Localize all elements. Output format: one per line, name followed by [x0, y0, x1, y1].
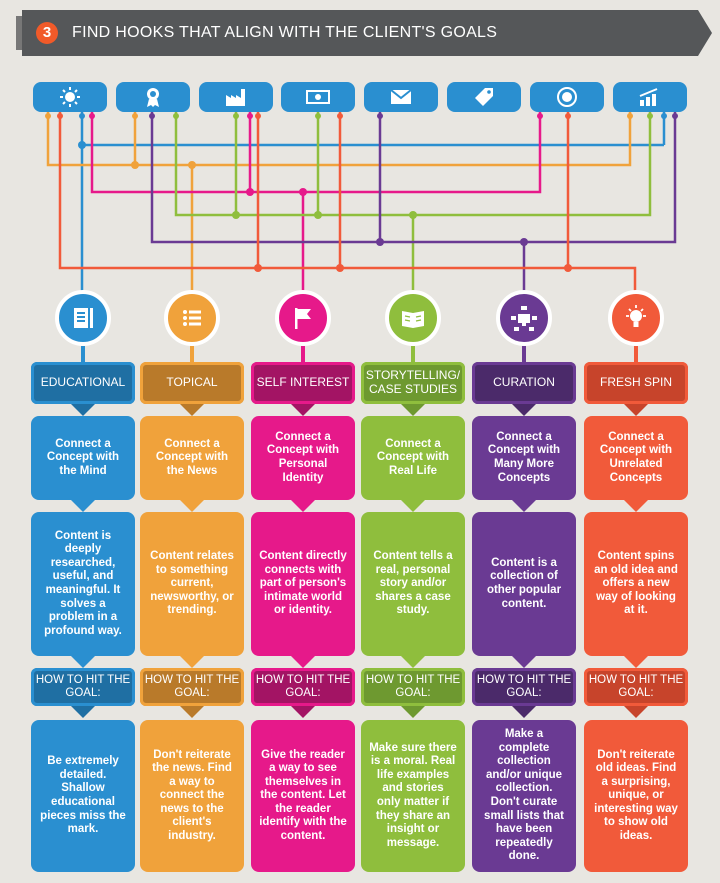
- goal-sun-button[interactable]: [33, 82, 107, 112]
- hook-description-card: Content spins an old idea and offers a n…: [584, 512, 688, 656]
- money-bill-icon: [306, 90, 330, 104]
- hook-concept-card: Connect a Concept with Real Life: [361, 416, 465, 500]
- hook-concept-card: Connect a Concept with Many More Concept…: [472, 416, 576, 500]
- connector-notch-icon: [291, 706, 315, 718]
- connector-notch-icon: [401, 500, 425, 512]
- bar-chart-icon: [639, 88, 658, 106]
- hook-concept-card: Connect a Concept with the News: [140, 416, 244, 500]
- connector-notch-icon: [180, 656, 204, 668]
- hook-description-card: Content is a collection of other popular…: [472, 512, 576, 656]
- column-connector: [411, 346, 415, 362]
- how-to-hit-goal-label: HOW TO HIT THE GOAL:: [251, 668, 355, 706]
- email-icon: [390, 89, 412, 104]
- hook-icon-circle: [496, 290, 552, 346]
- connector-notch-icon: [180, 404, 204, 416]
- column-connector: [301, 346, 305, 362]
- how-to-hit-goal-label: HOW TO HIT THE GOAL:: [361, 668, 465, 706]
- connector-notch-icon: [624, 706, 648, 718]
- goal-email-button[interactable]: [364, 82, 438, 112]
- connector-notch-icon: [180, 500, 204, 512]
- how-to-hit-goal-label: HOW TO HIT THE GOAL:: [584, 668, 688, 706]
- price-tag-icon: [475, 88, 493, 106]
- connector-notch-icon: [71, 706, 95, 718]
- hook-concept-card: Connect a Concept with the Mind: [31, 416, 135, 500]
- hook-description-card: Content is deeply researched, useful, an…: [31, 512, 135, 656]
- section-banner: 3 FIND HOOKS THAT ALIGN WITH THE CLIENT'…: [16, 10, 712, 56]
- hook-label: TOPICAL: [140, 362, 244, 404]
- goal-award-button[interactable]: [116, 82, 190, 112]
- column-connector: [190, 346, 194, 362]
- connector-notch-icon: [71, 656, 95, 668]
- hook-concept-card: Connect a Concept with Unrelated Concept…: [584, 416, 688, 500]
- hook-icon-circle: [275, 290, 331, 346]
- banner-title: FIND HOOKS THAT ALIGN WITH THE CLIENT'S …: [72, 24, 498, 41]
- connector-notch-icon: [180, 706, 204, 718]
- connector-notch-icon: [71, 404, 95, 416]
- hook-label: STORYTELLING/ CASE STUDIES: [361, 362, 465, 404]
- hook-icon-circle: [608, 290, 664, 346]
- connector-notch-icon: [401, 656, 425, 668]
- hook-tip-card: Don't reiterate the news. Find a way to …: [140, 720, 244, 872]
- column-connector: [634, 346, 638, 362]
- connector-notch-icon: [512, 500, 536, 512]
- goal-money-button[interactable]: [281, 82, 355, 112]
- goal-new-button[interactable]: [530, 82, 604, 112]
- hook-icon-circle: [164, 290, 220, 346]
- hook-tip-card: Make sure there is a moral. Real life ex…: [361, 720, 465, 872]
- hook-label: EDUCATIONAL: [31, 362, 135, 404]
- banner-arrow-icon: [698, 10, 712, 56]
- hook-icon-circle: [385, 290, 441, 346]
- connector-notch-icon: [401, 404, 425, 416]
- hook-label: SELF INTEREST: [251, 362, 355, 404]
- book-icon: [402, 311, 424, 328]
- goal-growth-button[interactable]: [613, 82, 687, 112]
- step-number-badge: 3: [36, 22, 58, 44]
- how-to-hit-goal-label: HOW TO HIT THE GOAL:: [31, 668, 135, 706]
- connector-notch-icon: [291, 500, 315, 512]
- connector-notch-icon: [624, 656, 648, 668]
- hook-tip-card: Be extremely detailed. Shallow education…: [31, 720, 135, 872]
- column-connector: [81, 346, 85, 362]
- connector-notch-icon: [401, 706, 425, 718]
- connector-notch-icon: [291, 404, 315, 416]
- lightbulb-icon: [626, 305, 646, 327]
- connector-notch-icon: [512, 706, 536, 718]
- factory-icon: [226, 89, 245, 106]
- sun-icon: [60, 87, 80, 107]
- list-icon: [183, 310, 201, 326]
- hook-tip-card: Give the reader a way to see themselves …: [251, 720, 355, 872]
- connector-notch-icon: [624, 404, 648, 416]
- hook-label: CURATION: [472, 362, 576, 404]
- award-ribbon-icon: [147, 88, 159, 107]
- connector-notch-icon: [71, 500, 95, 512]
- hook-concept-card: Connect a Concept with Personal Identity: [251, 416, 355, 500]
- connector-notch-icon: [512, 656, 536, 668]
- hook-icon-circle: [55, 290, 111, 346]
- hook-description-card: Content directly connects with part of p…: [251, 512, 355, 656]
- goal-factory-button[interactable]: [199, 82, 273, 112]
- how-to-hit-goal-label: HOW TO HIT THE GOAL:: [140, 668, 244, 706]
- connector-notch-icon: [291, 656, 315, 668]
- hook-label: FRESH SPIN: [584, 362, 688, 404]
- network-monitor-icon: [511, 306, 537, 331]
- new-badge-icon: [557, 87, 577, 107]
- column-connector: [522, 346, 526, 362]
- connector-notch-icon: [624, 500, 648, 512]
- goal-tag-button[interactable]: [447, 82, 521, 112]
- connector-notch-icon: [512, 404, 536, 416]
- hook-description-card: Content relates to something current, ne…: [140, 512, 244, 656]
- how-to-hit-goal-label: HOW TO HIT THE GOAL:: [472, 668, 576, 706]
- document-icon: [74, 308, 93, 328]
- hook-tip-card: Make a complete collection and/or unique…: [472, 720, 576, 872]
- hook-description-card: Content tells a real, personal story and…: [361, 512, 465, 656]
- hook-tip-card: Don't reiterate old ideas. Find a surpri…: [584, 720, 688, 872]
- flag-icon: [295, 308, 311, 329]
